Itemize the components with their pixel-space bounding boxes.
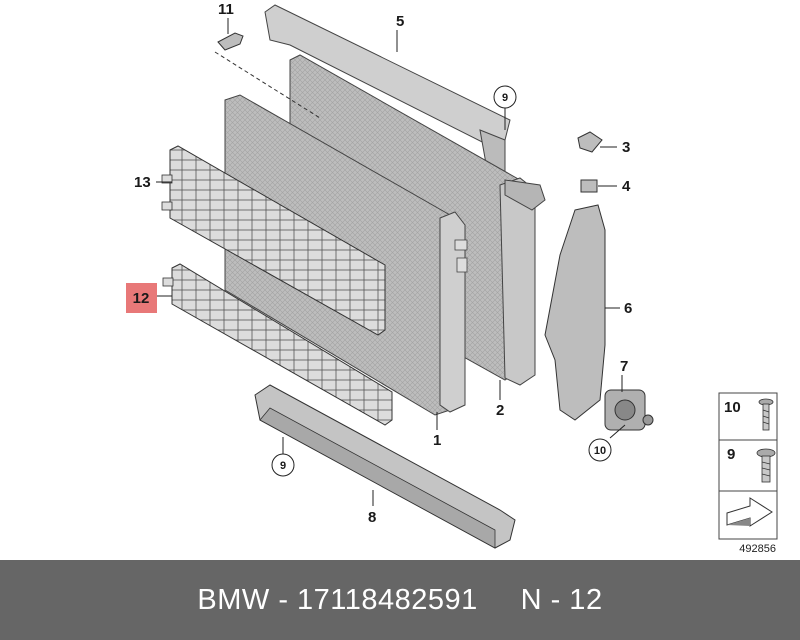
part-connector — [214, 32, 321, 119]
callout-4: 4 — [622, 178, 631, 195]
circled-callout — [493, 85, 517, 109]
parts-diagram: 11 5 9 3 4 13 6 7 12 2 1 10 9 8 10 9 — [126, 1, 778, 555]
callout-8: 8 — [368, 509, 376, 526]
part-upper-grille — [161, 145, 386, 336]
leader-lines — [156, 18, 626, 506]
footer-bar: BMW - 17118482591 N - 12 — [0, 560, 800, 640]
legend-item-9: 9 — [727, 446, 735, 463]
callout-10-circled: 10 — [594, 445, 606, 457]
part-mount — [604, 389, 654, 431]
direction-arrow-icon — [726, 497, 773, 527]
highlight-box — [126, 283, 157, 313]
diagram-number: 492856 — [739, 543, 776, 555]
legend-item-10: 10 — [724, 399, 741, 416]
callout-12: 12 — [133, 290, 150, 307]
flange-screw-icon — [756, 448, 776, 483]
callout-11: 11 — [218, 1, 234, 18]
callout-3: 3 — [622, 139, 630, 156]
callout-2: 2 — [496, 402, 504, 419]
part-lower-grille — [162, 263, 393, 426]
part-lower-air-guide — [254, 384, 516, 549]
part-clip-4 — [580, 179, 598, 193]
screw-icon — [758, 398, 774, 431]
callout-7: 7 — [620, 358, 628, 375]
circled-callout — [588, 438, 612, 462]
callout-9-upper: 9 — [502, 92, 508, 104]
callout-1: 1 — [433, 432, 441, 449]
part-side-bracket — [544, 204, 606, 421]
circled-callout — [271, 453, 295, 477]
callout-13: 13 — [134, 174, 151, 191]
fastener-legend: 10 9 — [718, 392, 778, 540]
part-number-caption: BMW - 17118482591 N - 12 — [197, 583, 603, 616]
callout-5: 5 — [396, 13, 404, 30]
callout-9-lower: 9 — [280, 460, 286, 472]
part-clip-3 — [577, 131, 603, 153]
callout-6: 6 — [624, 300, 632, 317]
